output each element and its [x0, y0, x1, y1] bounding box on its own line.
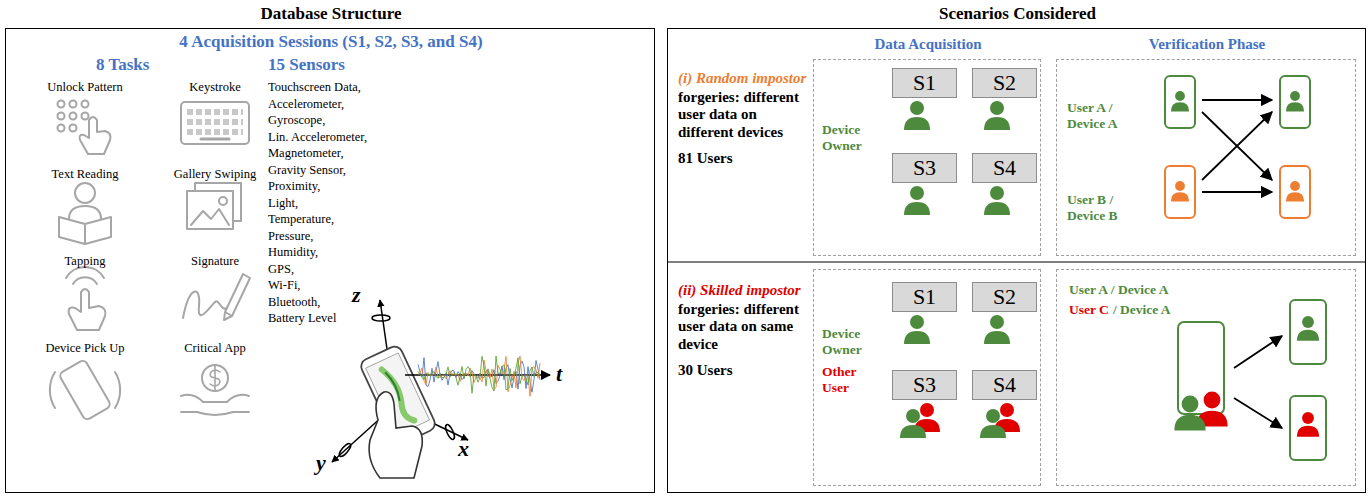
sensor-name: Proximity, [268, 179, 438, 193]
session-box: S2 [972, 282, 1037, 312]
node-text: Device Owner [822, 326, 886, 357]
sensor-name: Battery Level [268, 311, 438, 325]
session-label: S3 [893, 154, 956, 182]
session-label: S4 [973, 154, 1036, 182]
session-box: S1 [892, 282, 957, 312]
signal-trace [418, 356, 540, 396]
task-label: Unlock Pattern [20, 80, 150, 94]
node-text: 8 Tasks [96, 55, 196, 75]
session-label: S4 [973, 371, 1036, 399]
axis-label: z [352, 282, 372, 307]
task-label: Tapping [20, 254, 150, 268]
node-text: User A / Device A [1069, 282, 1289, 298]
node-text: 4 Acquisition Sessions (S1, S2, S3, and … [6, 32, 656, 52]
node-text: User A / Device A [1067, 100, 1151, 131]
axis-label: x [458, 436, 478, 461]
scenario-text: forgeries: different user data on differ… [678, 89, 806, 141]
node-text: Device Owner [822, 122, 886, 153]
phone-axes-figure [332, 300, 550, 478]
task-label: Keystroke [150, 80, 280, 94]
node-text: / Device A [1113, 302, 1233, 318]
session-box: S4 [972, 153, 1037, 183]
session-label: S3 [893, 371, 956, 399]
sensor-name: Gyroscope, [268, 113, 438, 127]
signal-trace [418, 356, 540, 393]
session-label: S2 [973, 69, 1036, 97]
session-label: S1 [893, 283, 956, 311]
gallery-icon [187, 183, 241, 229]
session-box: S4 [972, 370, 1037, 400]
task-label: Signature [150, 254, 280, 268]
keyboard-icon [181, 102, 249, 144]
sensor-name: Lin. Accelerometer, [268, 130, 438, 144]
sensor-name: Light, [268, 196, 438, 210]
task-label: Gallery Swiping [150, 167, 280, 181]
session-label: S1 [893, 69, 956, 97]
node-text: User B / Device B [1067, 192, 1151, 223]
node-text: Database Structure [6, 4, 656, 24]
signature-icon [183, 274, 250, 320]
pickup-icon [50, 359, 120, 421]
session-box: S3 [892, 153, 957, 183]
critical-app-icon [181, 365, 249, 415]
reading-icon [59, 183, 111, 244]
node-text: Verification Phase [1127, 36, 1287, 53]
node-text: 15 Sensors [268, 55, 388, 75]
dashed-group: Device OwnerOther User S1 S2S3 S4 [813, 269, 1041, 486]
node-text: Other User [822, 364, 886, 395]
scenario-title: (i) Random impostor [678, 70, 808, 87]
user-count: 81 Users [678, 150, 806, 167]
sensor-name: Touchscreen Data, [268, 80, 438, 94]
session-box: S1 [892, 68, 957, 98]
user-count: 30 Users [678, 362, 806, 379]
dashed-group: User A / Device AUser C/ Device A [1056, 269, 1356, 486]
session-box: S2 [972, 68, 1037, 98]
task-label: Device Pick Up [20, 341, 150, 355]
sensor-name: Magnetometer, [268, 146, 438, 160]
sensor-name: GPS, [268, 262, 438, 276]
node-text: Data Acquisition [848, 36, 1008, 53]
task-label: Text Reading [20, 167, 150, 181]
sensor-name: Accelerometer, [268, 97, 438, 111]
session-box: S3 [892, 370, 957, 400]
scenario-text: forgeries: different user data on same d… [678, 301, 806, 353]
sensor-name: Pressure, [268, 229, 438, 243]
dashed-group: Verification PhaseUser A / Device AUser … [1056, 59, 1356, 256]
axis-label: y [316, 450, 336, 475]
sensor-name: Temperature, [268, 212, 438, 226]
verification-random [1165, 76, 1310, 218]
node-text: Scenarios Considered [668, 4, 1367, 24]
verification-skilled [1174, 300, 1326, 460]
task-label: Critical App [150, 341, 280, 355]
tapping-icon [66, 267, 105, 330]
dashed-group: Data AcquisitionDevice OwnerS1S2S3S4 [813, 59, 1041, 256]
unlock-icon [58, 101, 111, 155]
sensor-name: Gravity Sensor, [268, 163, 438, 177]
sensor-name: Humidity, [268, 245, 438, 259]
session-label: S2 [973, 283, 1036, 311]
axis-label: t [556, 361, 576, 386]
scenario-title: (ii) Skilled impostor [678, 282, 808, 299]
scenario-separator [667, 261, 1366, 262]
